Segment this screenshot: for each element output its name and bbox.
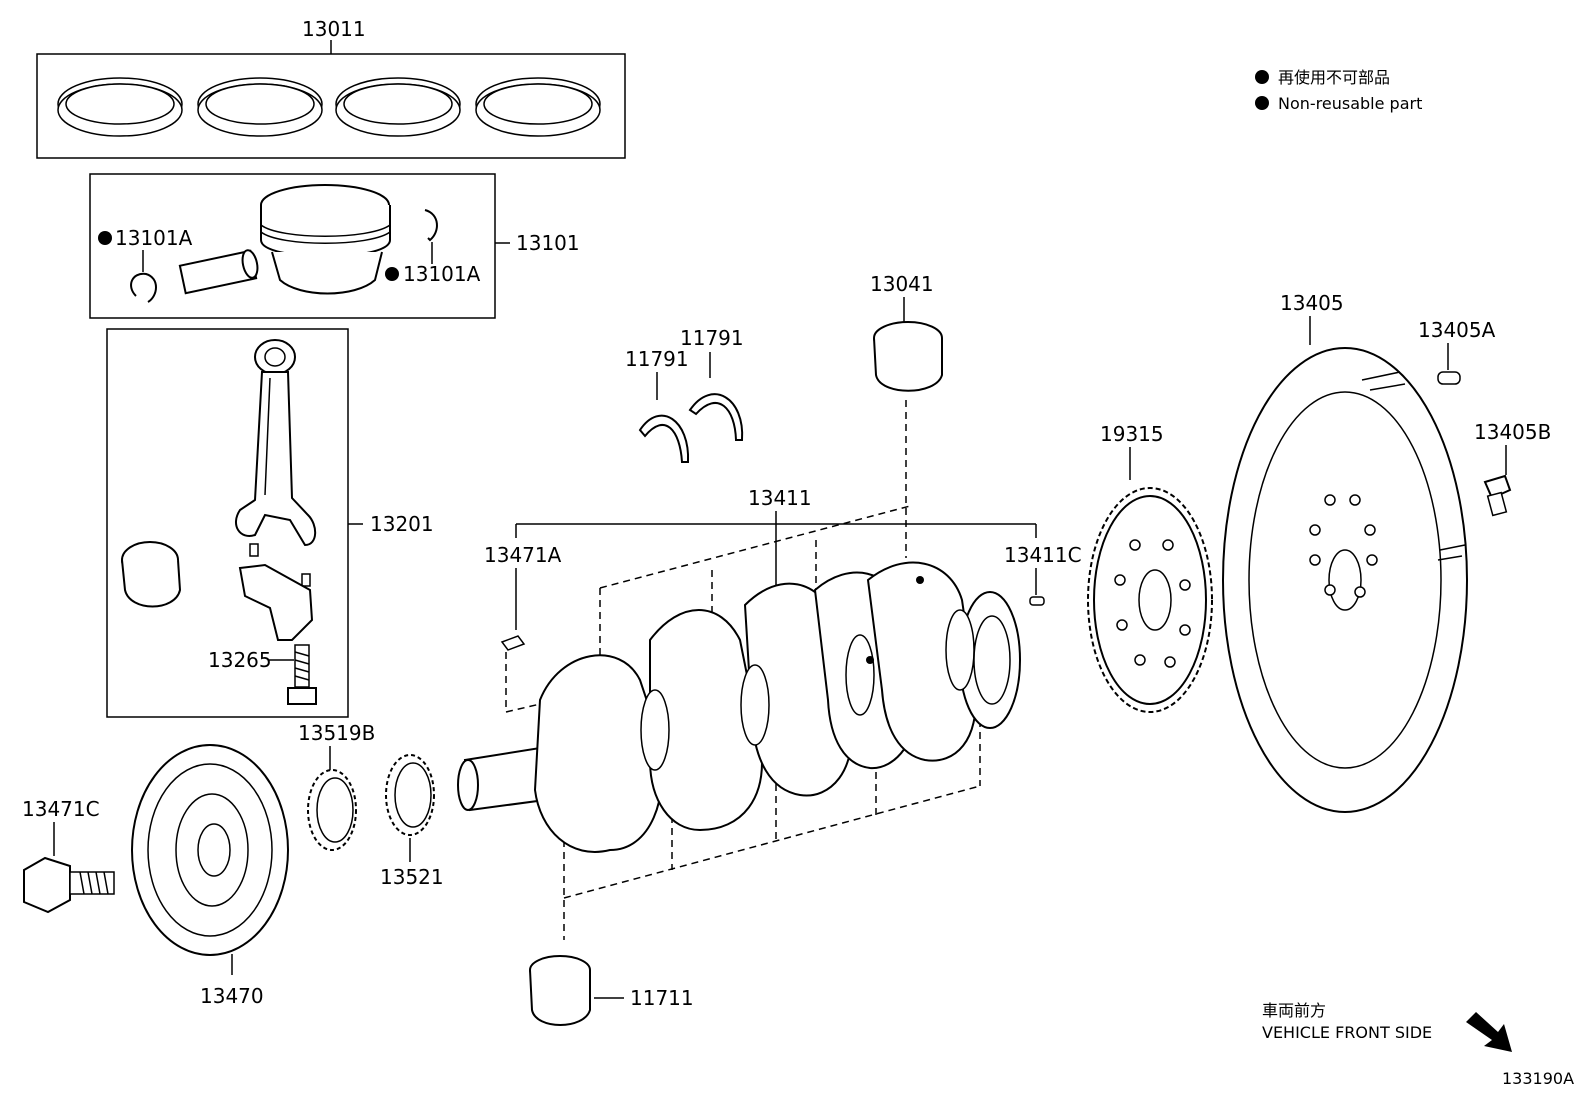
non-reusable-dot-icon xyxy=(98,231,112,245)
label-13101: 13101 xyxy=(516,231,580,255)
crank-pulley: 13470 xyxy=(131,744,289,1008)
label-13519B: 13519B xyxy=(298,721,375,745)
ring-2 xyxy=(197,77,323,137)
legend-en: Non-reusable part xyxy=(1278,94,1422,113)
ring-3 xyxy=(335,77,461,137)
thrust-washers: 11791 11791 xyxy=(625,326,744,463)
label-13101A-left: 13101A xyxy=(115,226,193,250)
direction-jp: 車両前方 xyxy=(1262,1001,1326,1020)
label-11791-right: 11791 xyxy=(680,326,744,350)
figure-id: 133190A xyxy=(1502,1069,1574,1088)
pulley-bolt: 13471C xyxy=(22,797,115,914)
label-13521: 13521 xyxy=(380,865,444,889)
flywheel-bolt: 13405B xyxy=(1474,420,1551,517)
rod-bolt xyxy=(287,644,317,705)
label-13101A-right: 13101A xyxy=(403,262,481,286)
label-11711: 11711 xyxy=(630,986,694,1010)
main-bearing-lower: 11711 xyxy=(529,955,694,1026)
crank-sprocket: 13521 xyxy=(380,754,444,889)
flywheel: 13405 xyxy=(1222,291,1468,813)
label-13411C: 13411C xyxy=(1004,543,1082,567)
rod-bearing xyxy=(121,541,182,608)
ring-4 xyxy=(475,77,601,137)
piston-ring-set: 13011 xyxy=(36,17,626,159)
piston-assembly: 13101 13101A 13101A xyxy=(89,173,580,319)
front-arrow-icon xyxy=(1466,1012,1512,1052)
non-reusable-dot-icon xyxy=(1255,70,1269,84)
ring-1 xyxy=(57,77,183,137)
label-13405A: 13405A xyxy=(1418,318,1496,342)
label-19315: 19315 xyxy=(1100,422,1164,446)
piston xyxy=(260,184,391,295)
connecting-rod xyxy=(235,339,317,547)
crank-sprocket-b: 13519B xyxy=(298,721,375,851)
non-reusable-dot-icon xyxy=(1255,96,1269,110)
label-11791-left: 11791 xyxy=(625,347,689,371)
crank-key xyxy=(500,635,526,651)
crankshaft-bracket: 13411 13471A 13411C xyxy=(484,486,1082,630)
crankshaft xyxy=(457,561,1021,853)
timing-rotor: 19315 xyxy=(1087,422,1213,713)
label-13411: 13411 xyxy=(748,486,812,510)
connecting-rod-assembly: 13201 13265 xyxy=(106,328,434,718)
non-reusable-dot-icon xyxy=(385,267,399,281)
main-bearing-upper: 13041 xyxy=(870,272,943,558)
label-13405B: 13405B xyxy=(1474,420,1551,444)
piston-pin xyxy=(178,249,259,295)
flywheel-pin: 13405A xyxy=(1418,318,1496,385)
label-13041: 13041 xyxy=(870,272,934,296)
crank-pin xyxy=(1029,596,1045,606)
label-13201: 13201 xyxy=(370,512,434,536)
legend-jp: 再使用不可部品 xyxy=(1278,68,1390,87)
label-13011: 13011 xyxy=(302,17,366,41)
direction-en: VEHICLE FRONT SIDE xyxy=(1262,1023,1432,1042)
label-13265: 13265 xyxy=(208,648,272,672)
rod-cap xyxy=(238,543,314,641)
vehicle-front-indicator: 車両前方 VEHICLE FRONT SIDE xyxy=(1262,1001,1512,1052)
legend: 再使用不可部品 Non-reusable part xyxy=(1255,68,1422,113)
label-13471A: 13471A xyxy=(484,543,562,567)
label-13470: 13470 xyxy=(200,984,264,1008)
label-13471C: 13471C xyxy=(22,797,100,821)
label-13405: 13405 xyxy=(1280,291,1344,315)
